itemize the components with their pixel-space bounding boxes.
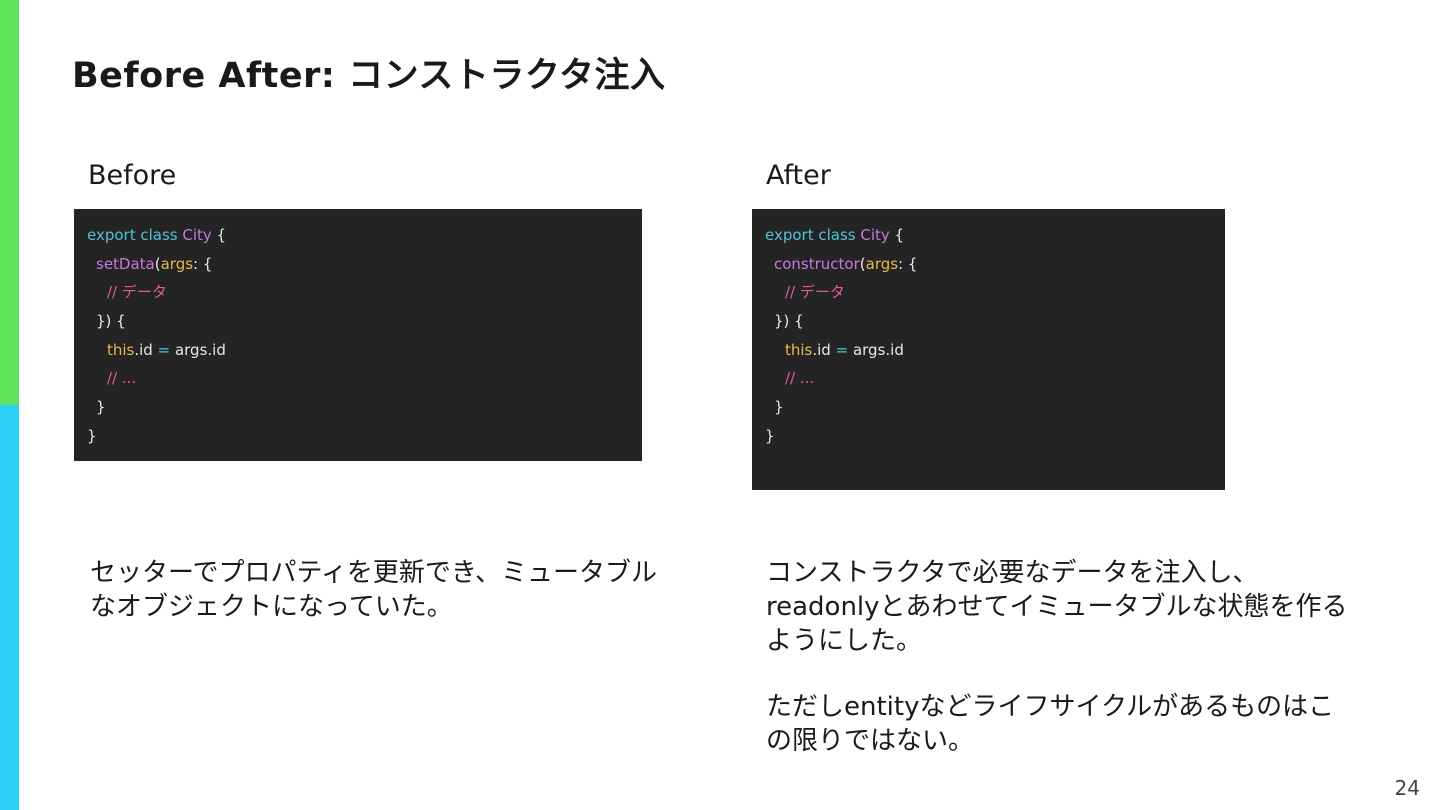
after-code-block: export class City { constructor(args: { … xyxy=(752,209,1225,490)
before-code-block: export class City { setData(args: { // デ… xyxy=(74,209,642,461)
code-line: // データ xyxy=(107,283,167,302)
code-line: } xyxy=(765,426,775,445)
code-line: } xyxy=(87,426,97,445)
code-line: export class City { xyxy=(87,226,227,244)
page-number: 24 xyxy=(1394,776,1420,800)
code-line: // ... xyxy=(107,369,137,388)
code-line: // データ xyxy=(785,283,845,302)
code-line: // ... xyxy=(785,369,815,388)
code-line: this.id = args.id xyxy=(107,340,226,359)
after-note: ただしentityなどライフサイクルがあるものはこの限りではない。 xyxy=(766,692,1335,756)
accent-bar-bottom xyxy=(0,405,19,810)
before-heading: Before xyxy=(88,160,177,191)
slide-title: Before After: コンストラクタ注入 xyxy=(72,56,666,96)
after-heading: After xyxy=(766,160,831,191)
code-line: } xyxy=(774,398,784,417)
after-description: コンストラクタで必要なデータを注入し、readonlyとあわせてイミュータブルな… xyxy=(766,558,1348,656)
code-line: }) { xyxy=(774,312,804,331)
code-line: }) { xyxy=(96,312,126,331)
before-description: セッターでプロパティを更新でき、ミュータブルなオブジェクトになっていた。 xyxy=(90,558,658,622)
accent-bar-top xyxy=(0,0,19,405)
code-line: setData(args: { xyxy=(96,254,213,273)
code-line: this.id = args.id xyxy=(785,340,904,359)
code-line: constructor(args: { xyxy=(774,254,918,273)
code-line: export class City { xyxy=(765,226,905,244)
code-line: } xyxy=(96,398,106,417)
